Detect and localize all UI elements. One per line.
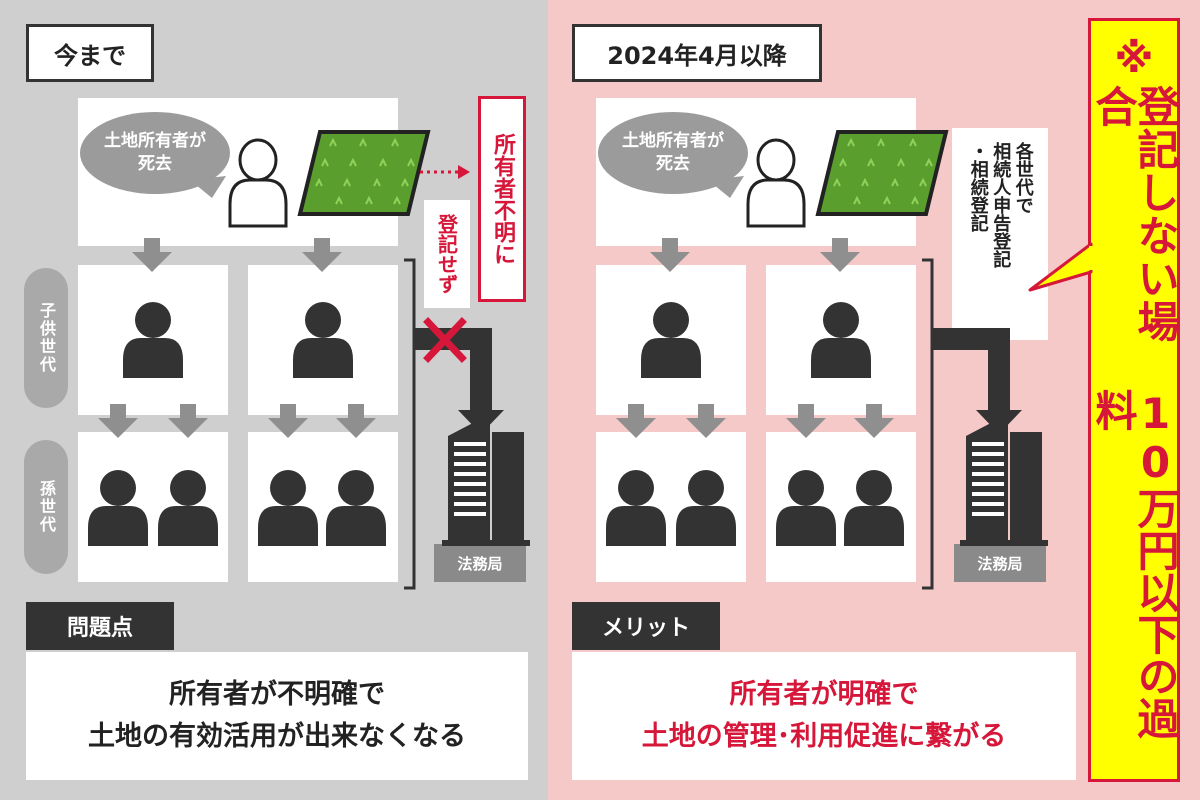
arrow-down-icon: [686, 404, 726, 438]
not-registered-box: 登記せず: [424, 200, 470, 308]
left-bubble-line2: 死去: [138, 154, 172, 174]
arrow-down-icon: [98, 404, 138, 438]
left-grand-generation-label: 孫世代: [24, 440, 68, 574]
left-flow-arrow-icon: [414, 328, 504, 434]
unknown-owner-text: 所有者不明に: [490, 133, 515, 265]
person-icon: [641, 302, 701, 378]
note-line1: 各世代で: [1012, 142, 1034, 214]
person-icon: [123, 302, 183, 378]
left-title: 今まで: [26, 24, 154, 82]
right-office-label: 法務局: [954, 544, 1046, 582]
merit-line2: 土地の管理･利用促進に繋がる: [641, 721, 1007, 752]
note-line2: 相続人申告登記: [990, 142, 1012, 268]
left-bubble-line1: 土地所有者が: [104, 131, 206, 152]
person-icon: [844, 470, 904, 546]
right-bubble-line1: 土地所有者が: [622, 131, 724, 152]
right-bubble-line2: 死去: [656, 154, 690, 174]
problem-line2: 土地の有効活用が出来なくなる: [88, 721, 466, 752]
merit-label: メリット: [572, 602, 720, 650]
left-bubble-tail: [190, 176, 226, 198]
arrow-down-icon: [650, 238, 690, 272]
arrow-down-icon: [820, 238, 860, 272]
each-generation-note-box: 各世代で 相続人申告登記 ・相続登記: [952, 128, 1048, 340]
penalty-condition-text: 登記しない場合: [1089, 85, 1180, 343]
left-owner-person-icon: [228, 138, 288, 228]
not-registered-text: 登記せず: [434, 214, 459, 294]
person-icon: [606, 470, 666, 546]
arrow-down-icon: [132, 238, 172, 272]
person-icon: [676, 470, 736, 546]
right-building-icon: [960, 414, 1048, 546]
left-building-icon: [442, 414, 530, 546]
callout-pointer: [1028, 242, 1093, 292]
right-flow-arrow-icon: [932, 328, 1022, 434]
left-bracket: [404, 258, 416, 590]
arrow-down-icon: [268, 404, 308, 438]
arrow-down-icon: [336, 404, 376, 438]
arrow-down-icon: [854, 404, 894, 438]
problem-label: 問題点: [26, 602, 174, 650]
right-bracket: [922, 258, 934, 590]
callout-pointer-joint: [1089, 246, 1095, 270]
penalty-amount-text: 10万円以下の過料: [1089, 388, 1180, 739]
problem-line1: 所有者が不明確で: [169, 679, 385, 711]
left-office-label: 法務局: [434, 544, 526, 582]
left-child-generation-label: 子供世代: [24, 268, 68, 408]
person-icon: [811, 302, 871, 378]
note-line3: ・相続登記: [967, 142, 989, 232]
dotted-arrow-head-icon: [458, 165, 470, 179]
penalty-callout: ※ 登記しない場合 10万円以下の過料: [1088, 18, 1180, 782]
person-icon: [158, 470, 218, 546]
right-owner-person-icon: [746, 138, 806, 228]
merit-result-box: 所有者が明確で 土地の管理･利用促進に繋がる: [572, 652, 1076, 780]
right-bubble-tail: [708, 176, 744, 198]
penalty-note-mark: ※: [1114, 36, 1154, 82]
cross-icon: [423, 317, 467, 363]
arrow-down-icon: [168, 404, 208, 438]
merit-line1: 所有者が明確で: [729, 679, 919, 711]
person-icon: [326, 470, 386, 546]
person-icon: [88, 470, 148, 546]
arrow-down-icon: [302, 238, 342, 272]
left-land-plot-icon: [298, 130, 430, 216]
right-title: 2024年4月以降: [572, 24, 822, 82]
right-land-plot-icon: [816, 130, 948, 216]
person-icon: [776, 470, 836, 546]
unknown-owner-box: 所有者不明に: [478, 96, 526, 302]
problem-result-box: 所有者が不明確で 土地の有効活用が出来なくなる: [26, 652, 528, 780]
arrow-down-icon: [786, 404, 826, 438]
person-icon: [258, 470, 318, 546]
arrow-down-icon: [616, 404, 656, 438]
person-icon: [293, 302, 353, 378]
